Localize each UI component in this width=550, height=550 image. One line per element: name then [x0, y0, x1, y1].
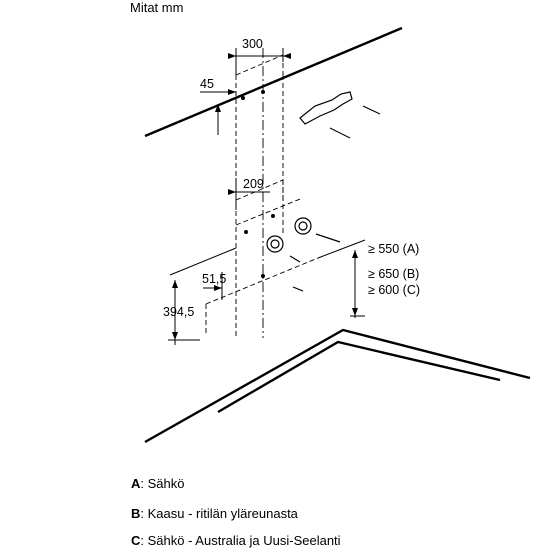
clearance-c: ≥ 600 (C) [368, 283, 420, 297]
connection-fittings [266, 217, 341, 292]
dim-209-line [232, 178, 270, 210]
clearance-line [317, 239, 366, 318]
units-title: Mitat mm [130, 0, 184, 15]
dim-394_5-line [168, 247, 237, 345]
dim-51_5: 51,5 [202, 272, 226, 286]
dim-45: 45 [200, 77, 214, 91]
legend-item-b: B: Kaasu - ritilän yläreunasta [131, 506, 298, 521]
legend-item-a: A: Sähkö [131, 476, 185, 491]
ceiling-line [144, 26, 403, 138]
bracket-screws [329, 105, 381, 139]
clearance-b: ≥ 650 (B) [368, 267, 419, 281]
cooktop-outline [144, 328, 531, 444]
chimney-outline [205, 54, 319, 338]
dim-394_5: 394,5 [163, 305, 194, 319]
dim-45-line [200, 91, 236, 135]
dim-300-line [233, 48, 288, 75]
dim-209: 209 [243, 177, 264, 191]
dimension-arrows [172, 53, 358, 340]
dim-300: 300 [242, 37, 263, 51]
mounting-bracket [299, 91, 353, 125]
legend-item-c: C: Sähkö - Australia ja Uusi-Seelanti [131, 533, 341, 548]
screw-points [241, 90, 275, 278]
clearance-a: ≥ 550 (A) [368, 242, 419, 256]
